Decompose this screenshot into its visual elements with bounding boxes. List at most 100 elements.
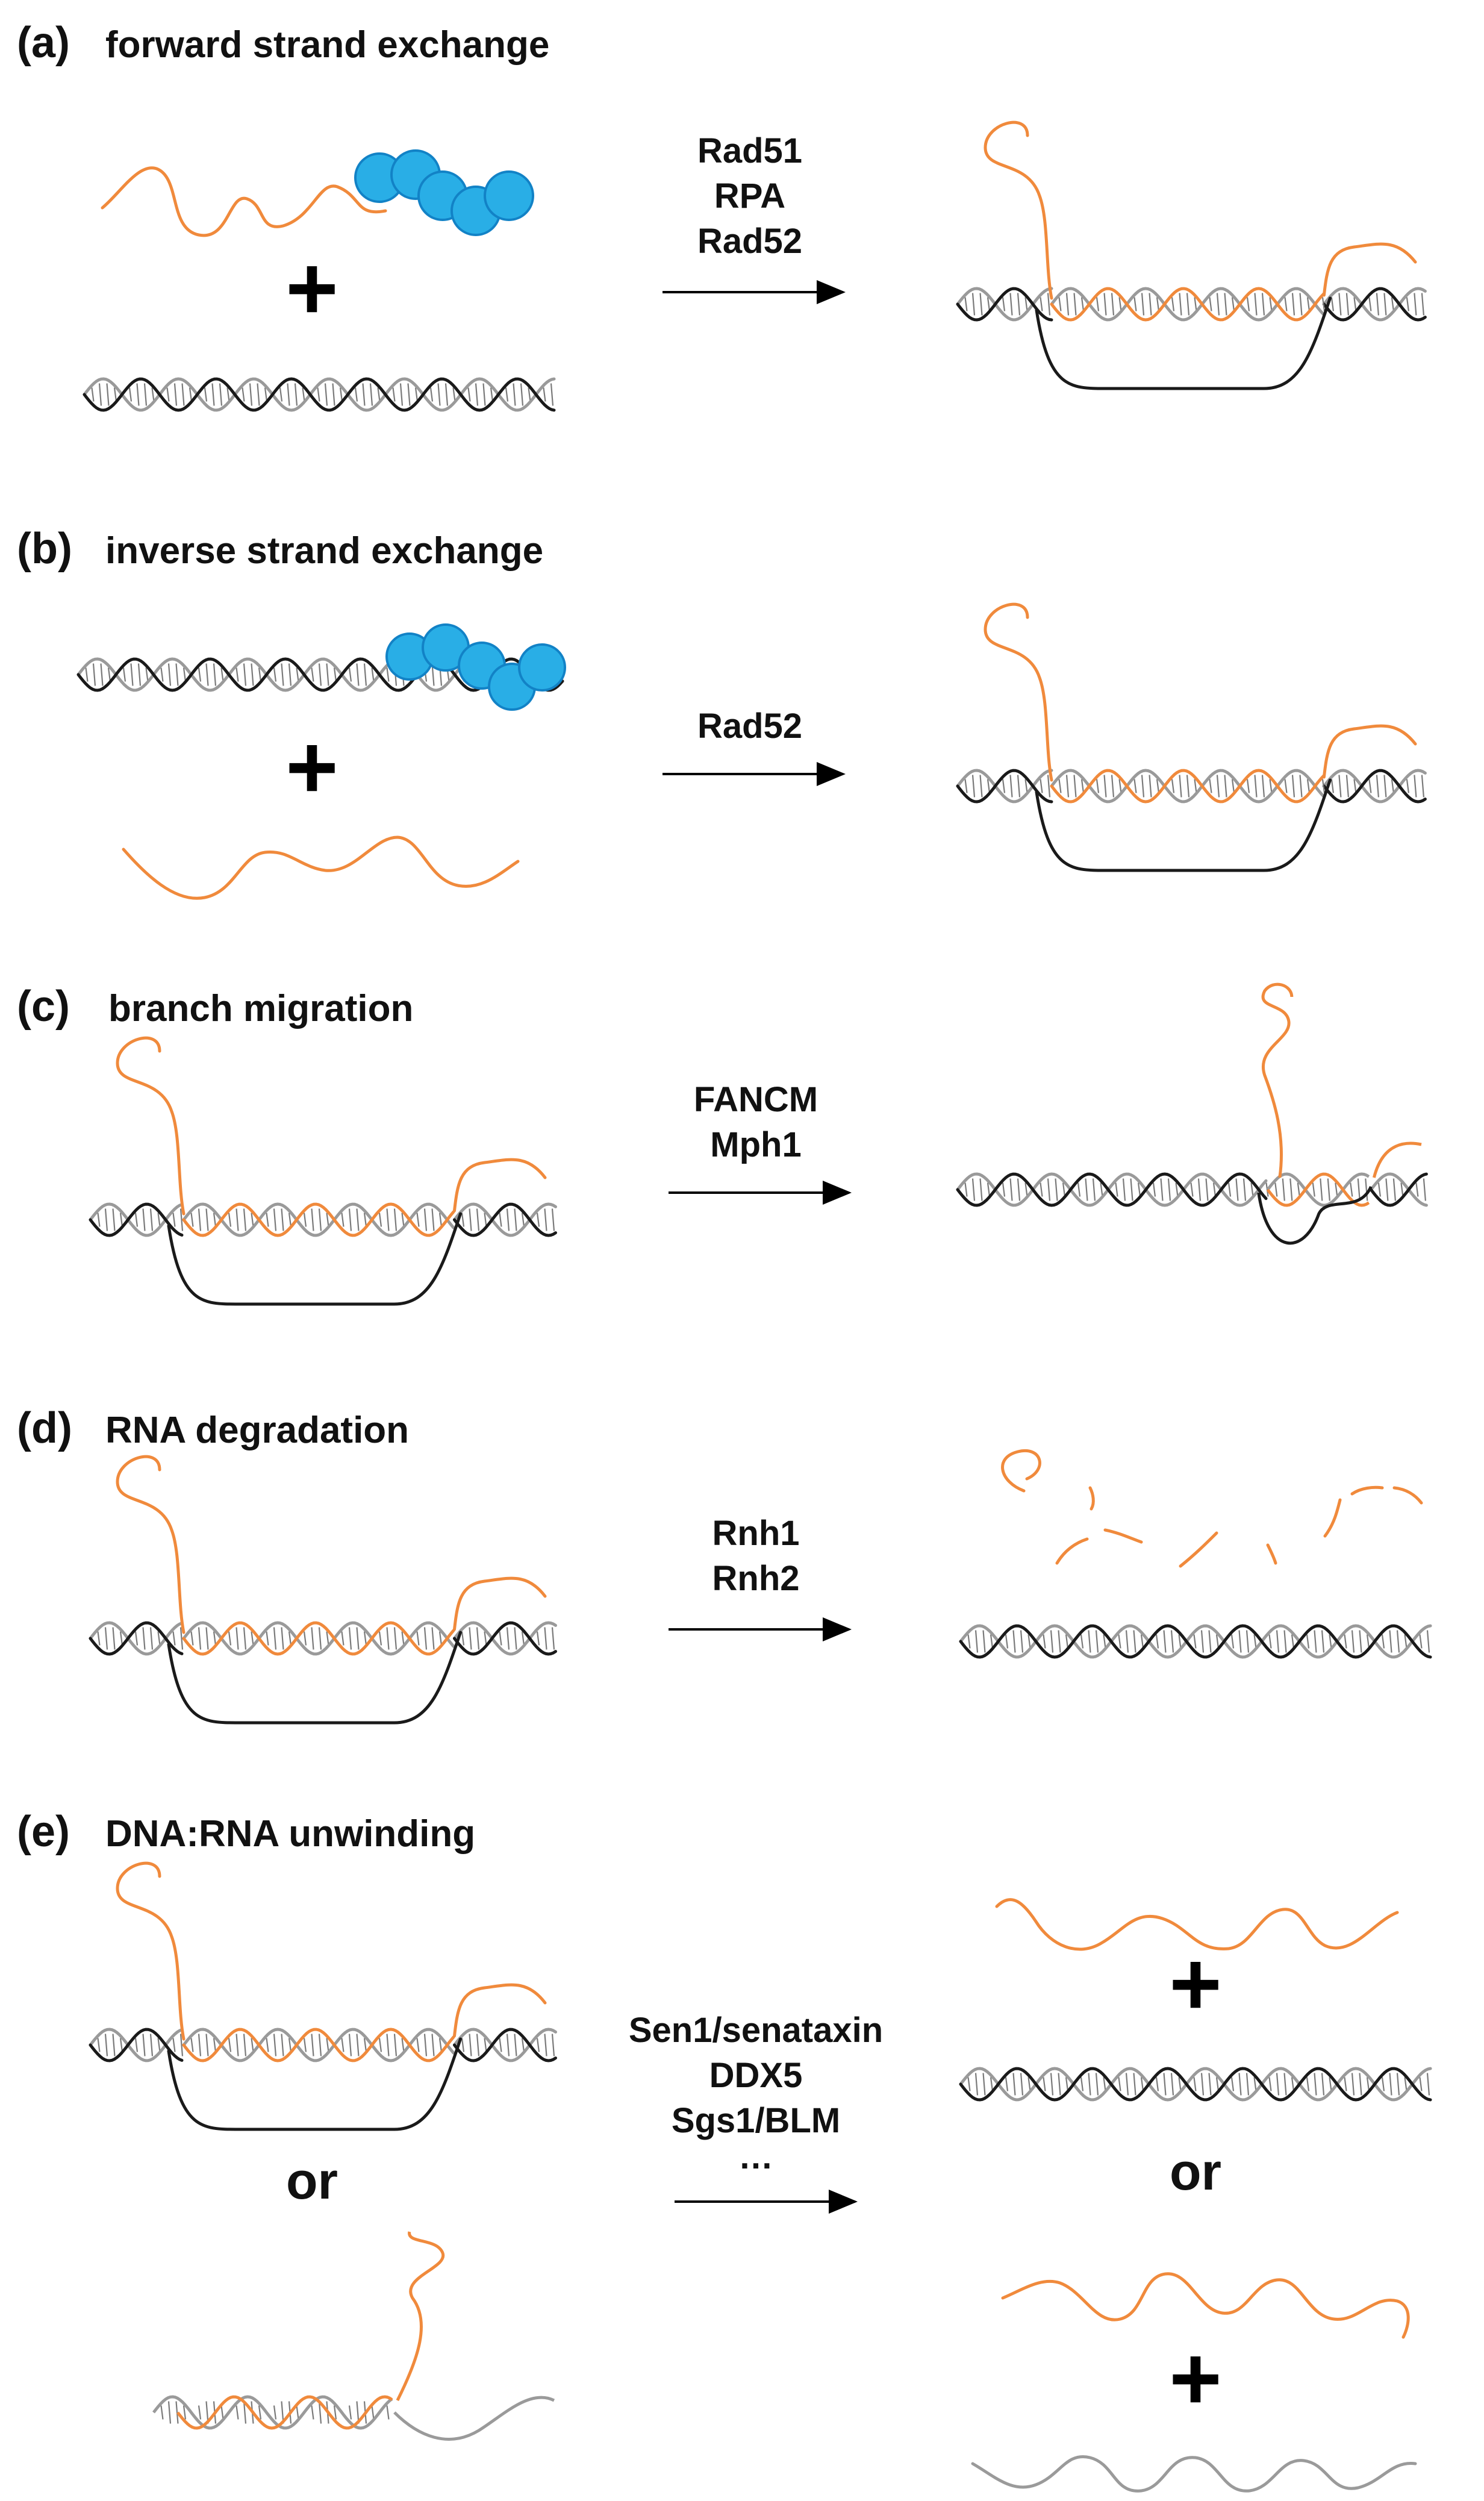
base-pair-tick (1024, 779, 1028, 793)
base-pair-tick (1155, 2077, 1159, 2091)
base-pair-tick (213, 1213, 217, 1227)
rna-tail (453, 1576, 547, 1631)
base-pair-tick (288, 1631, 292, 1646)
base-pair-tick (235, 1627, 239, 1650)
base-pair-tick (1043, 2077, 1046, 2091)
base-pair-tick (1092, 1178, 1096, 1201)
rna-strand-hybrid (182, 1202, 455, 1237)
base-pair-tick (356, 1208, 360, 1231)
base-pair-tick (1080, 2077, 1084, 2091)
dna-strand-dark (956, 287, 1053, 322)
base-pair-tick (112, 2034, 116, 2056)
base-pair-tick (362, 383, 366, 406)
base-pair-tick (1335, 1182, 1338, 1197)
base-pair-tick (296, 667, 299, 682)
base-pair-tick (1284, 779, 1288, 793)
base-pair-tick (371, 2405, 375, 2420)
base-pair-tick (1178, 1634, 1182, 1649)
base-pair-tick (1096, 297, 1100, 311)
or-label: or (286, 2152, 338, 2210)
rna-tail (453, 1983, 547, 2038)
base-pair-tick (1376, 293, 1379, 316)
base-pair-tick (257, 383, 260, 406)
panel-c-title: branch migration (108, 988, 413, 1029)
panel-b: (b) inverse strand exchange + Rad52 (17, 525, 1427, 900)
dsdna (83, 377, 556, 412)
base-pair-tick (1385, 1178, 1389, 1201)
base-pair-tick (990, 2077, 994, 2091)
rna-fragment (1179, 1531, 1218, 1568)
base-pair-tick (551, 1627, 555, 1650)
base-pair-tick (1137, 1182, 1141, 1197)
base-pair-tick (1200, 1630, 1205, 1653)
base-pair-tick (1268, 2077, 1272, 2091)
base-pair-tick (967, 1634, 971, 1649)
base-pair-tick (378, 1631, 382, 1646)
base-pair-tick (506, 1208, 510, 1231)
base-pair-tick (971, 775, 976, 798)
base-pair-tick (182, 667, 187, 682)
dna-strand-dark (959, 2067, 1432, 2102)
base-pair-tick (1414, 775, 1417, 798)
base-pair-tick (1171, 779, 1175, 793)
base-pair-tick (1047, 775, 1051, 798)
base-pair-tick (1400, 1182, 1404, 1197)
displaced-dna-loop (1035, 296, 1332, 390)
base-pair-tick (179, 2034, 184, 2056)
base-pair-tick (1215, 1634, 1220, 1649)
base-pair-tick (190, 2038, 194, 2052)
base-pair-tick (1017, 293, 1021, 316)
dna-strand-light (152, 2395, 393, 2430)
enzyme-label: Rad52 (697, 222, 802, 261)
base-pair-tick (1421, 775, 1424, 798)
base-pair-tick (1312, 1182, 1315, 1197)
base-pair-tick (1426, 2073, 1430, 2096)
rna-strand-hybrid (182, 2028, 455, 2062)
base-pair-tick (484, 1213, 487, 1227)
displaced-dna-loop (1035, 778, 1332, 872)
plus-sign: + (1169, 1933, 1222, 2034)
base-pair-tick (92, 663, 96, 686)
base-pair-tick (100, 663, 104, 686)
base-pair-tick (461, 1213, 465, 1227)
base-pair-tick (1297, 1182, 1300, 1197)
base-pair-tick (198, 667, 202, 682)
base-pair-tick (423, 1627, 428, 1650)
enzyme-label: Rad51 (697, 131, 802, 170)
base-pair-tick (469, 1627, 472, 1650)
base-pair-tick (1254, 775, 1258, 798)
base-pair-tick (1391, 779, 1394, 793)
dna-strand-light (1322, 287, 1427, 322)
base-pair-tick (1357, 1178, 1361, 1201)
base-pair-tick (536, 2038, 540, 2052)
base-pair-tick (476, 2034, 480, 2056)
base-pair-tick (198, 1208, 202, 1231)
base-pair-tick (1009, 293, 1013, 316)
base-pair-tick (228, 1631, 232, 1646)
base-pair-tick (107, 667, 111, 682)
base-pair-tick (1140, 2077, 1144, 2091)
base-pair-tick (393, 1208, 398, 1231)
base-pair-tick (987, 1182, 991, 1197)
base-pair-tick (181, 383, 185, 406)
base-pair-tick (251, 1213, 254, 1227)
base-pair-tick (142, 2034, 146, 2056)
displaced-dna-loop (167, 2037, 462, 2131)
base-pair-tick (311, 1208, 314, 1231)
rna-fragment (1001, 1449, 1041, 1493)
base-pair-tick (499, 1213, 502, 1227)
base-pair-tick (514, 2034, 517, 2056)
base-pair-tick (1077, 1182, 1081, 1197)
base-pair-tick (1017, 1178, 1021, 1201)
base-pair-tick (1141, 775, 1145, 798)
base-pair-tick (175, 2401, 179, 2424)
base-pair-tick (469, 2034, 472, 2056)
base-pair-tick (1027, 2077, 1031, 2091)
base-pair-tick (1415, 1182, 1419, 1197)
dna-strand-light (182, 1621, 455, 1656)
base-pair-tick (1350, 1182, 1353, 1197)
rna-strand-hybrid (1050, 287, 1326, 322)
ellipsis-label: … (738, 2137, 773, 2176)
base-pair-tick (1209, 779, 1212, 793)
base-pair-tick (964, 297, 968, 311)
